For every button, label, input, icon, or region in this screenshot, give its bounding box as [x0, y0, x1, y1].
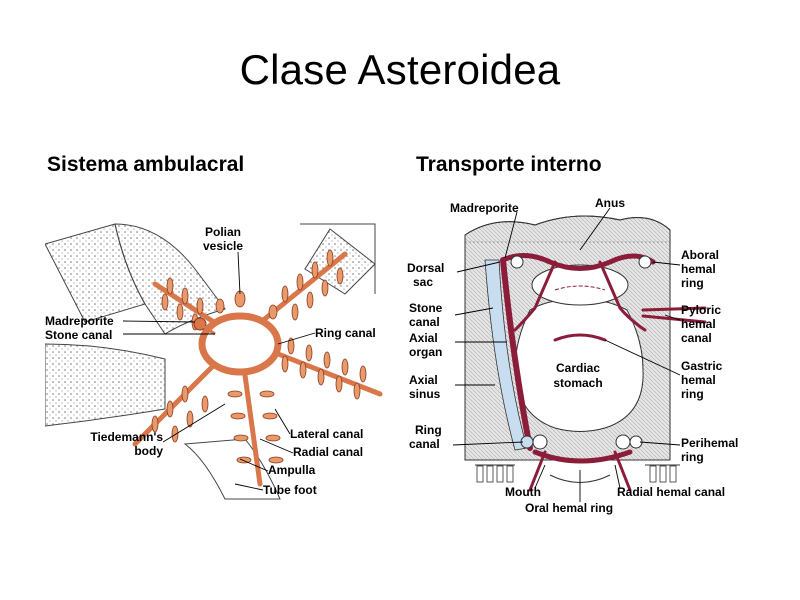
label-dorsal-sac: Dorsal: [407, 261, 444, 275]
label-ampulla: Ampulla: [268, 463, 316, 477]
pyloric-chamber: [531, 264, 629, 306]
label-dorsal-sac-2: sac: [413, 275, 433, 289]
label-pyloric-hemal-canal: Pyloric: [681, 303, 721, 317]
madreporite-shape: [193, 317, 216, 336]
label-pyloric-hemal-canal-3: canal: [681, 331, 712, 345]
label-anus: Anus: [595, 196, 625, 210]
label-aboral-hemal-ring: Aboral: [681, 248, 719, 262]
label-axial-sinus-2: sinus: [409, 387, 441, 401]
label-ring-canal: Ring canal: [315, 326, 376, 340]
label-radial-hemal-canal: Radial hemal canal: [617, 485, 725, 499]
leader-lines: [122, 251, 316, 491]
label-perihemal-ring-2: ring: [681, 450, 704, 464]
label-ring-canal-2: canal: [409, 437, 440, 451]
label-mouth: Mouth: [505, 485, 541, 499]
label-stone-canal: Stone canal: [45, 328, 112, 342]
label-radial-canal: Radial canal: [293, 445, 363, 459]
label-aboral-hemal-ring-3: ring: [681, 276, 704, 290]
label-lateral-canal: Lateral canal: [290, 427, 363, 441]
label-gastric-hemal-ring-3: ring: [681, 387, 704, 401]
label-tiedemann: Tiedemann's: [90, 430, 163, 444]
internal-transport-diagram: Madreporite Anus Dorsal sac Stone canal …: [405, 190, 760, 520]
label-cardiac-stomach-2: stomach: [553, 376, 602, 390]
label-madreporite: Madreporite: [45, 314, 114, 328]
label-cardiac-stomach: Cardiac: [556, 361, 600, 375]
label-oral-hemal-ring: Oral hemal ring: [525, 501, 613, 515]
leader-lines: [452, 207, 681, 502]
label-polian: Polian: [205, 225, 241, 239]
internal-transport-svg: Madreporite Anus Dorsal sac Stone canal …: [407, 196, 738, 515]
label-stone-canal: Stone: [409, 301, 443, 315]
polian-vesicles: [215, 290, 278, 320]
label-stone-canal-2: canal: [409, 315, 440, 329]
label-madreporite: Madreporite: [450, 201, 519, 215]
label-pyloric-hemal-canal-2: hemal: [681, 317, 716, 331]
left-diagram-heading: Sistema ambulacral: [47, 153, 245, 176]
label-axial-organ-2: organ: [409, 345, 442, 359]
water-vascular-diagram: Polian vesicle Madreporite Stone canal R…: [45, 194, 400, 504]
label-gastric-hemal-ring: Gastric: [681, 359, 723, 373]
label-perihemal-ring: Perihemal: [681, 436, 738, 450]
ampullae: [151, 249, 367, 464]
water-vascular-svg: Polian vesicle Madreporite Stone canal R…: [45, 223, 383, 500]
right-diagram-heading: Transporte interno: [416, 153, 602, 176]
aboral-ring-shapes: [510, 255, 652, 269]
label-axial-sinus: Axial: [409, 373, 438, 387]
label-ring-canal: Ring: [415, 423, 442, 437]
label-vesicle: vesicle: [203, 239, 243, 253]
slide-title: Clase Asteroidea: [239, 46, 561, 93]
label-axial-organ: Axial: [409, 331, 438, 345]
label-aboral-hemal-ring-2: hemal: [681, 262, 716, 276]
hemal-vessels: [500, 253, 707, 492]
label-tube-foot: Tube foot: [263, 483, 317, 497]
ring-canal: [198, 312, 282, 376]
label-tiedemann-body: body: [134, 444, 163, 458]
label-gastric-hemal-ring-2: hemal: [681, 373, 716, 387]
mouth-region: [475, 464, 680, 483]
